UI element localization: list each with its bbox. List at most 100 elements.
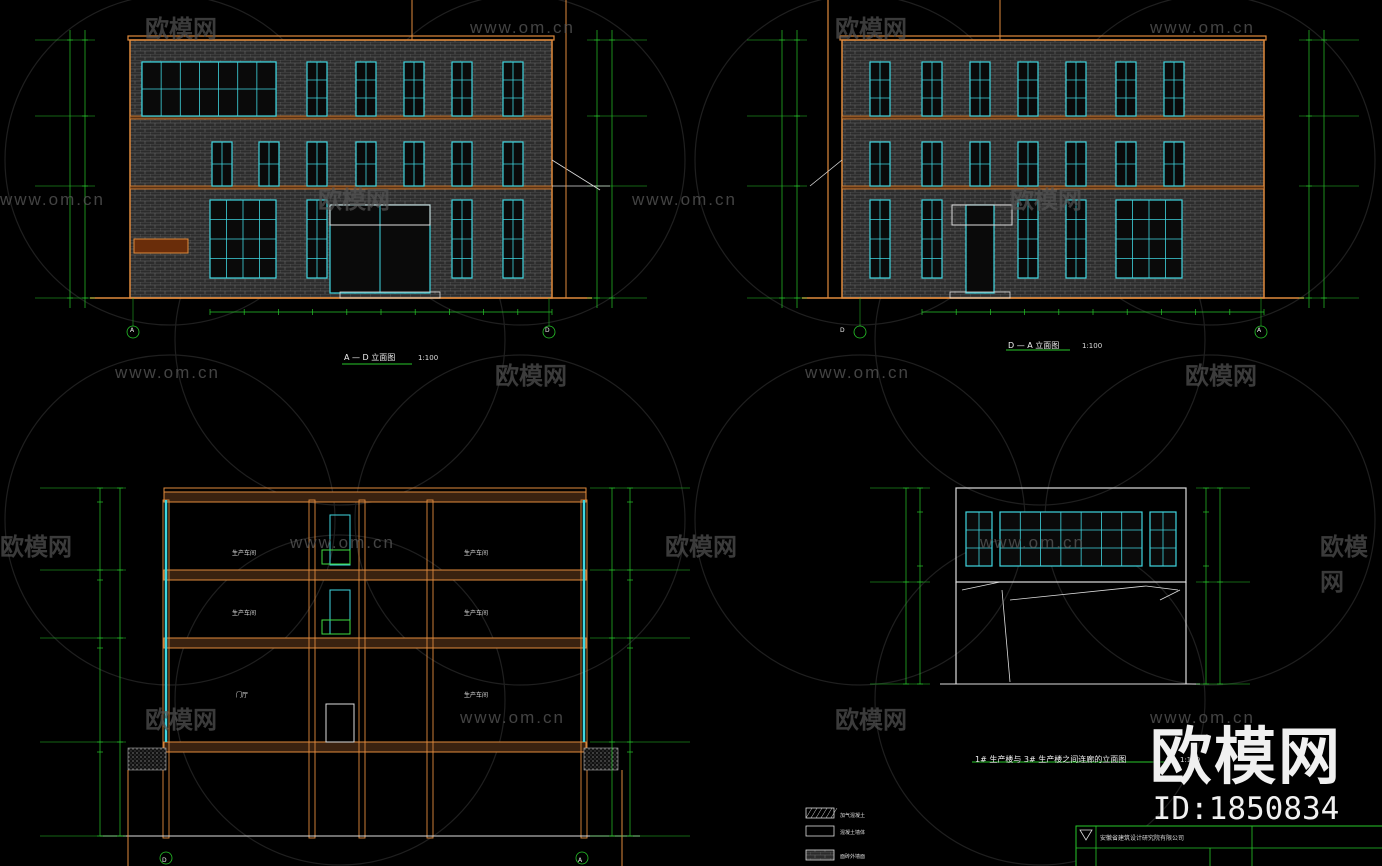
drawing-title-corridor: 1# 生产楼与 3# 生产楼之间连廊的立面图	[975, 755, 1127, 764]
corridor-brace	[1159, 589, 1181, 601]
floor-band	[841, 185, 1265, 190]
entrance-step	[949, 291, 1011, 299]
watermark-site: www.om.cn	[290, 533, 395, 552]
axis-label-a: A	[130, 327, 135, 334]
slab	[163, 637, 587, 649]
floor-band	[841, 115, 1265, 120]
room-label: 生产车间	[464, 550, 489, 557]
canopy	[951, 204, 1013, 226]
watermark-site: www.om.cn	[980, 533, 1085, 552]
legend-hatch	[815, 807, 823, 819]
drawing-scale-d-a: 1:100	[1082, 342, 1103, 350]
brand-id: ID:1850834	[1152, 791, 1340, 827]
legend-item: 加气混凝土	[840, 813, 866, 819]
stair-window	[329, 514, 351, 566]
railing	[321, 619, 351, 635]
canopy	[329, 204, 431, 226]
floor-band	[129, 115, 553, 120]
watermark-logo: 欧模网	[0, 533, 72, 561]
facade	[841, 39, 1265, 299]
watermark-site: www.om.cn	[632, 190, 737, 209]
entrance	[965, 204, 995, 294]
slab	[163, 741, 587, 753]
watermark-logo: 欧模网	[495, 362, 567, 390]
axis-label-a: A	[1257, 327, 1262, 334]
watermark-logo: 欧模网	[1010, 186, 1082, 214]
door	[325, 703, 355, 743]
corridor-brace	[1001, 589, 1011, 683]
room-label: 生产车间	[232, 550, 257, 557]
axis-label-d: D	[545, 327, 550, 334]
company-logo-icon	[1079, 829, 1093, 841]
material-legend	[805, 807, 838, 861]
watermark-logo: 欧模网	[835, 706, 907, 734]
watermark-logo: 欧模网	[1185, 362, 1257, 390]
elevation-d-a	[747, 0, 1359, 351]
titleblock-company: 安徽省建筑设计研究院有限公司	[1100, 835, 1185, 842]
parapet	[839, 35, 1267, 41]
legend-hatch	[820, 807, 828, 819]
watermark-logo: 欧模网	[318, 186, 390, 214]
legend-swatch	[805, 849, 835, 861]
corridor-brace	[961, 581, 1001, 591]
brand-watermark: 欧模网 ID:1850834	[1149, 720, 1342, 827]
parapet	[127, 35, 555, 41]
axis-bubble	[575, 851, 589, 865]
room-label: 门厅	[236, 692, 249, 699]
watermark-logo: 欧模网	[145, 706, 217, 734]
drawing-scale-corridor: 1:100	[1180, 756, 1201, 764]
axis-label-d: D	[162, 857, 167, 864]
watermark-logo: 欧模网	[145, 15, 217, 43]
room-label: 生产车间	[232, 610, 257, 617]
stair-window	[329, 589, 351, 635]
watermark-site: www.om.cn	[0, 190, 105, 209]
corridor-brace	[1009, 585, 1147, 601]
axis-label-d: D	[840, 327, 845, 334]
elevation-a-d	[35, 0, 647, 365]
titleblock-frame	[1075, 825, 1382, 866]
axis-bubble	[853, 325, 867, 339]
column	[358, 499, 366, 839]
corridor-body	[955, 487, 1187, 583]
building-section	[40, 487, 690, 866]
watermark-ring	[4, 354, 336, 686]
legend-item: 混凝土墙体	[840, 830, 866, 836]
stair-line	[551, 159, 601, 191]
watermark-logo: 欧模网	[665, 533, 737, 561]
drawing-scale-a-d: 1:100	[418, 354, 439, 362]
signboard	[133, 238, 189, 254]
axis-bubble	[159, 851, 173, 865]
watermark-site: www.om.cn	[805, 363, 910, 382]
axis-label-a: A	[578, 857, 583, 864]
column	[308, 499, 316, 839]
watermark-site: www.om.cn	[115, 363, 220, 382]
watermark-logo: 欧模网	[835, 15, 907, 43]
legend-hatch	[830, 807, 838, 819]
legend-swatch	[805, 825, 835, 837]
stair-line	[809, 159, 843, 187]
room-label: 生产车间	[464, 610, 489, 617]
foundation	[127, 747, 167, 771]
column	[426, 499, 434, 839]
window	[999, 511, 1143, 567]
watermark-ring	[354, 354, 686, 686]
foundation	[583, 747, 619, 771]
legend-swatch	[805, 807, 835, 819]
slab	[163, 569, 587, 581]
roof-slab	[163, 487, 587, 493]
title-block	[1075, 825, 1382, 866]
corridor-brace	[1145, 585, 1179, 591]
watermark-logo: 欧模网	[1320, 533, 1368, 596]
legend-hatch	[805, 807, 813, 819]
room-label: 生产车间	[464, 692, 489, 699]
slab	[163, 491, 587, 503]
legend-item: 面砖外墙面	[840, 854, 866, 860]
floor-band	[129, 185, 553, 190]
railing	[321, 549, 351, 565]
watermark-site: www.om.cn	[1150, 708, 1255, 727]
brand-name: 欧模网	[1149, 720, 1342, 793]
watermark-ring	[174, 534, 506, 866]
legend-hatch	[825, 807, 833, 819]
watermark-site: www.om.cn	[470, 18, 575, 37]
watermark-site: www.om.cn	[1150, 18, 1255, 37]
